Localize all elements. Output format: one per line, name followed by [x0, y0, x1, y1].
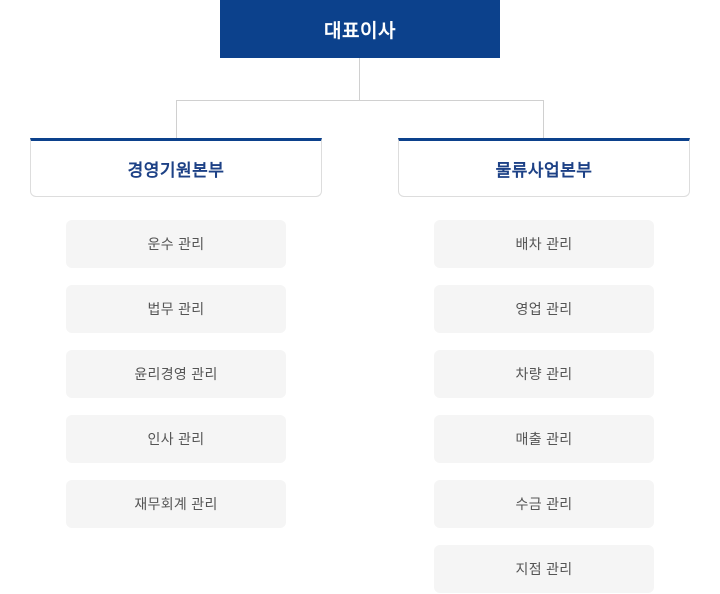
department-item: 운수 관리 — [66, 220, 286, 268]
department-item: 배차 관리 — [434, 220, 654, 268]
department-item: 법무 관리 — [66, 285, 286, 333]
department-list-logistics: 배차 관리 영업 관리 차량 관리 매출 관리 수금 관리 지점 관리 — [434, 220, 654, 593]
division-title: 물류사업본부 — [495, 161, 593, 180]
division-node-management: 경영기원본부 — [30, 138, 322, 197]
department-item: 윤리경영 관리 — [66, 350, 286, 398]
connector-ceo-vertical — [359, 58, 360, 100]
connector-left-vertical — [176, 100, 177, 138]
department-item: 지점 관리 — [434, 545, 654, 593]
department-list-management: 운수 관리 법무 관리 윤리경영 관리 인사 관리 재무회계 관리 — [66, 220, 286, 528]
division-node-logistics: 물류사업본부 — [398, 138, 690, 197]
ceo-label: 대표이사 — [324, 20, 396, 42]
ceo-node: 대표이사 — [220, 0, 500, 58]
department-item: 재무회계 관리 — [66, 480, 286, 528]
department-item: 인사 관리 — [66, 415, 286, 463]
department-item: 매출 관리 — [434, 415, 654, 463]
connector-horizontal — [176, 100, 544, 101]
department-item: 수금 관리 — [434, 480, 654, 528]
connector-right-vertical — [543, 100, 544, 138]
department-item: 영업 관리 — [434, 285, 654, 333]
division-title: 경영기원본부 — [127, 161, 225, 180]
department-item: 차량 관리 — [434, 350, 654, 398]
